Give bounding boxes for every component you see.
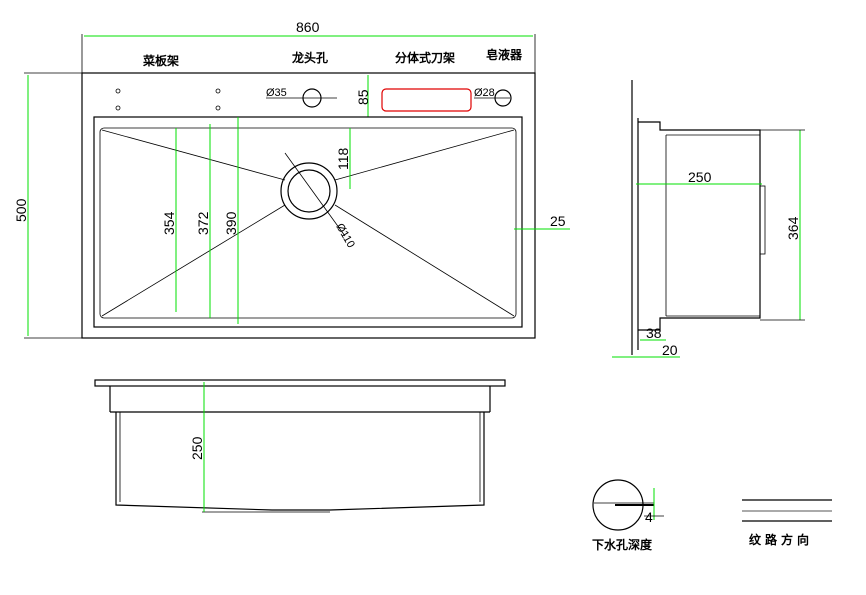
sink-outline [81,72,536,339]
deck-dim: 85 [355,89,371,105]
basin-372-dim: 372 [195,211,211,235]
drain-inner-icon [287,169,331,213]
label-faucet-hole: 龙头孔 [292,50,328,65]
side-depth-dim: 250 [688,169,712,185]
height-dim: 500 [13,198,29,222]
front-depth-dim: 250 [189,436,205,460]
faucet-dia: Ø35 [266,87,287,99]
label-drain-depth: 下水孔深度 [592,537,653,552]
drain-offset-dim: 118 [335,147,351,170]
label-knife-rack: 分体式刀架 [395,50,455,65]
label-cutting-board-rack: 菜板架 [142,53,179,68]
basin-outer [93,116,523,328]
drain-depth-value: 4 [645,509,653,525]
drain-dia: Ø110 [333,222,356,251]
basin-inner [99,127,517,319]
grain-direction-legend: 纹路方向 [742,499,832,547]
knife-rack-slot [381,88,472,112]
width-dim: 860 [296,19,320,35]
side-38-dim: 38 [646,325,662,341]
side-20-dim: 20 [662,342,678,358]
drain-outer-icon [280,162,338,220]
edge-dim: 25 [550,213,566,229]
side-view: 250 364 38 20 [612,80,805,358]
front-view: 250 [94,379,506,513]
drain-depth-detail: 4 下水孔深度 [592,479,664,552]
basin-354-dim: 354 [161,211,177,235]
side-364-dim: 364 [785,216,801,240]
soap-dia: Ø28 [474,87,495,99]
label-soap-dispenser: 皂液器 [486,47,523,62]
label-grain-direction: 纹路方向 [749,532,813,547]
top-view: 860 500 菜板架 龙头孔 分体式刀架 皂液器 Ø35 85 Ø28 Ø11… [13,19,570,339]
basin-390-dim: 390 [223,211,239,235]
